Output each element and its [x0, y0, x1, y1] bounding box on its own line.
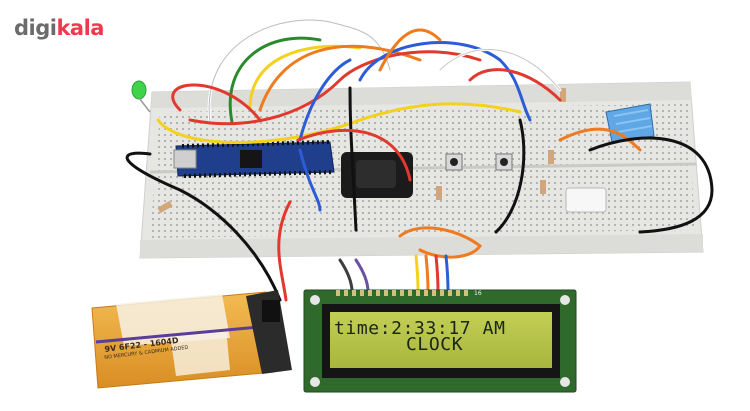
lcd-pin-number-label: 16: [474, 290, 482, 297]
nine-volt-battery: [91, 290, 292, 389]
push-button-2: [495, 153, 513, 171]
lcd-module: [303, 289, 577, 393]
green-led: [131, 80, 151, 113]
lcd-line-2: CLOCK: [406, 334, 464, 355]
rtc-module: [341, 152, 413, 198]
logo-part-kala: kala: [56, 16, 104, 40]
push-button-1: [445, 153, 463, 171]
resistors: [157, 88, 566, 214]
arduino-nano-board: [173, 140, 335, 178]
digikala-logo: digikala: [14, 16, 104, 42]
white-connector: [565, 187, 607, 213]
logo-part-digi: digi: [14, 16, 57, 40]
jumper-wires: [125, 18, 714, 302]
breadboard: [139, 81, 704, 259]
lcd-line-1: time:2:33:17 AM: [334, 318, 506, 339]
